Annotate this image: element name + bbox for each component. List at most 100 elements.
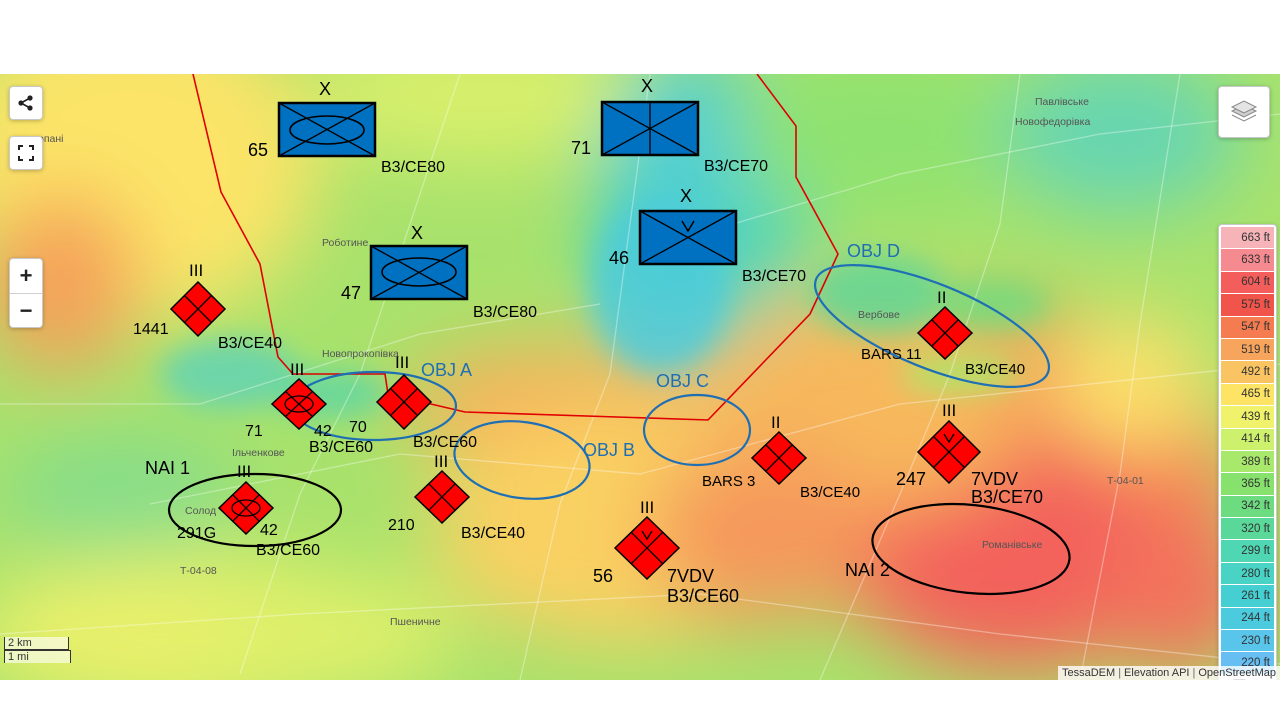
enemy-unit-210: III 210 B3/CE40 bbox=[388, 452, 525, 542]
unit-number: 210 bbox=[388, 517, 415, 534]
obj-d-label: OBJ D bbox=[847, 241, 900, 261]
unit-capability: B3/CE60 bbox=[256, 542, 320, 559]
unit-parent: 42 bbox=[260, 522, 278, 539]
enemy-unit-71: III 71 42 B3/CE60 bbox=[245, 360, 373, 456]
place-label: Романівське bbox=[982, 539, 1042, 551]
obj-d-area bbox=[813, 263, 1051, 389]
nai-2-label: NAI 2 bbox=[845, 560, 890, 580]
legend-stop: 320 ft bbox=[1221, 518, 1274, 540]
zoom-control: + − bbox=[9, 258, 43, 328]
share-button[interactable] bbox=[9, 86, 43, 120]
unit-echelon: II bbox=[771, 413, 780, 432]
scale-imperial: 1 mi bbox=[4, 650, 71, 663]
unit-parent: 42 bbox=[314, 423, 332, 440]
unit-capability: B3/CE40 bbox=[461, 525, 525, 542]
unit-capability: B3/CE60 bbox=[667, 586, 739, 606]
enemy-unit-bars-11: II BARS 11 B3/CE40 bbox=[861, 288, 1025, 378]
unit-number: 291G bbox=[177, 525, 216, 542]
friendly-unit-65: X 65 B3/CE80 bbox=[248, 79, 445, 176]
zoom-in-button[interactable]: + bbox=[19, 263, 33, 288]
unit-echelon: X bbox=[641, 76, 653, 96]
legend-stop: 280 ft bbox=[1221, 562, 1274, 585]
unit-echelon: III bbox=[189, 261, 203, 280]
unit-echelon: III bbox=[290, 360, 304, 379]
armor-symbol bbox=[231, 499, 261, 517]
unit-number: 56 bbox=[593, 566, 613, 586]
place-label: Вербове bbox=[858, 309, 900, 321]
place-label: Т-04-08 bbox=[180, 565, 217, 577]
place-label: Новопрокопівка bbox=[322, 348, 399, 360]
unit-echelon: III bbox=[237, 462, 251, 481]
nai-1-area bbox=[167, 472, 343, 548]
armor-symbol bbox=[381, 257, 457, 287]
unit-number: 247 bbox=[896, 469, 926, 489]
unit-echelon: X bbox=[411, 223, 423, 243]
enemy-unit-70: III 70 B3/CE60 bbox=[349, 353, 477, 451]
friendly-unit-71: X 71 B3/CE70 bbox=[571, 76, 768, 175]
attribution: TessaDEM|Elevation API|OpenStreetMap bbox=[1058, 666, 1280, 680]
legend-stop: 519 ft bbox=[1221, 338, 1274, 361]
unit-capability: B3/CE70 bbox=[971, 487, 1043, 507]
enemy-unit-291g: III 291G 42 B3/CE60 bbox=[177, 462, 320, 559]
friendly-unit-47: X 47 B3/CE80 bbox=[341, 223, 537, 321]
unit-echelon: III bbox=[942, 401, 956, 420]
unit-number: 65 bbox=[248, 140, 268, 160]
unit-capability: B3/CE70 bbox=[704, 158, 768, 175]
place-label: опані bbox=[38, 133, 64, 145]
unit-capability: B3/CE60 bbox=[413, 434, 477, 451]
unit-echelon: III bbox=[434, 452, 448, 471]
unit-capability: B3/CE80 bbox=[381, 159, 445, 176]
place-label: Павлівське bbox=[1035, 96, 1089, 108]
zoom-out-button[interactable]: − bbox=[10, 293, 42, 328]
obj-c-label: OBJ C bbox=[656, 371, 709, 391]
legend-stop: 261 ft bbox=[1221, 585, 1274, 607]
unit-capability: B3/CE60 bbox=[309, 439, 373, 456]
place-label: Роботине bbox=[322, 237, 368, 249]
unit-number: 70 bbox=[349, 419, 367, 436]
attribution-tessadem[interactable]: TessaDEM bbox=[1062, 667, 1116, 679]
place-label: Солод bbox=[185, 505, 216, 517]
legend-stop: 230 ft bbox=[1221, 630, 1274, 652]
unit-capability: B3/CE40 bbox=[965, 361, 1025, 378]
legend-stop: 465 ft bbox=[1221, 383, 1274, 406]
unit-parent: 7VDV bbox=[971, 469, 1018, 489]
legend-stop: 663 ft bbox=[1221, 227, 1274, 249]
nai-areas: NAI 1 NAI 2 bbox=[145, 458, 1071, 596]
attribution-elevation-api[interactable]: Elevation API bbox=[1124, 667, 1190, 679]
unit-number: 46 bbox=[609, 248, 629, 268]
friendly-unit-46: X 46 B3/CE70 bbox=[609, 186, 806, 285]
obj-a-label: OBJ A bbox=[421, 360, 472, 380]
map-viewport[interactable]: Павлівське Новофедорівка Роботине Новопр… bbox=[0, 74, 1280, 680]
nai-2-area bbox=[871, 502, 1071, 596]
objectives: OBJ A OBJ B OBJ C OBJ D bbox=[290, 241, 1051, 500]
enemy-units: III 1441 B3/CE40 III 71 42 B3/CE60 III bbox=[133, 261, 1043, 606]
layers-button[interactable] bbox=[1218, 86, 1270, 138]
place-label: Новофедорівка bbox=[1015, 116, 1091, 128]
legend-stop: 547 ft bbox=[1221, 316, 1274, 338]
enemy-unit-56: III 56 7VDV B3/CE60 bbox=[593, 498, 739, 606]
place-labels: Павлівське Новофедорівка Роботине Новопр… bbox=[38, 96, 1144, 628]
unit-echelon: III bbox=[640, 498, 654, 517]
scale-bar: 2 km 1 mi bbox=[4, 637, 71, 663]
airborne-symbol bbox=[943, 433, 955, 444]
legend-stop: 342 ft bbox=[1221, 495, 1274, 518]
unit-capability: B3/CE80 bbox=[473, 304, 537, 321]
obj-b-area bbox=[453, 420, 591, 500]
unit-number: 1441 bbox=[133, 321, 169, 338]
legend-stop: 575 ft bbox=[1221, 294, 1274, 316]
attribution-openstreetmap[interactable]: OpenStreetMap bbox=[1198, 667, 1276, 679]
share-icon bbox=[18, 95, 33, 111]
unit-echelon: II bbox=[937, 288, 946, 307]
obj-b-label: OBJ B bbox=[583, 440, 635, 460]
unit-number: 71 bbox=[571, 138, 591, 158]
enemy-unit-bars-3: II BARS 3 B3/CE40 bbox=[702, 413, 860, 501]
legend-stop: 365 ft bbox=[1221, 473, 1274, 495]
airborne-symbol bbox=[681, 220, 695, 233]
map-canvas[interactable]: Павлівське Новофедорівка Роботине Новопр… bbox=[0, 74, 1280, 680]
legend-stop: 414 ft bbox=[1221, 428, 1274, 450]
fullscreen-button[interactable] bbox=[9, 136, 43, 170]
place-label: Ільченкове bbox=[232, 447, 285, 459]
enemy-unit-247: III 247 7VDV B3/CE70 bbox=[896, 401, 1043, 507]
place-label: Т-04-01 bbox=[1107, 475, 1144, 487]
unit-capability: B3/CE40 bbox=[800, 484, 860, 501]
